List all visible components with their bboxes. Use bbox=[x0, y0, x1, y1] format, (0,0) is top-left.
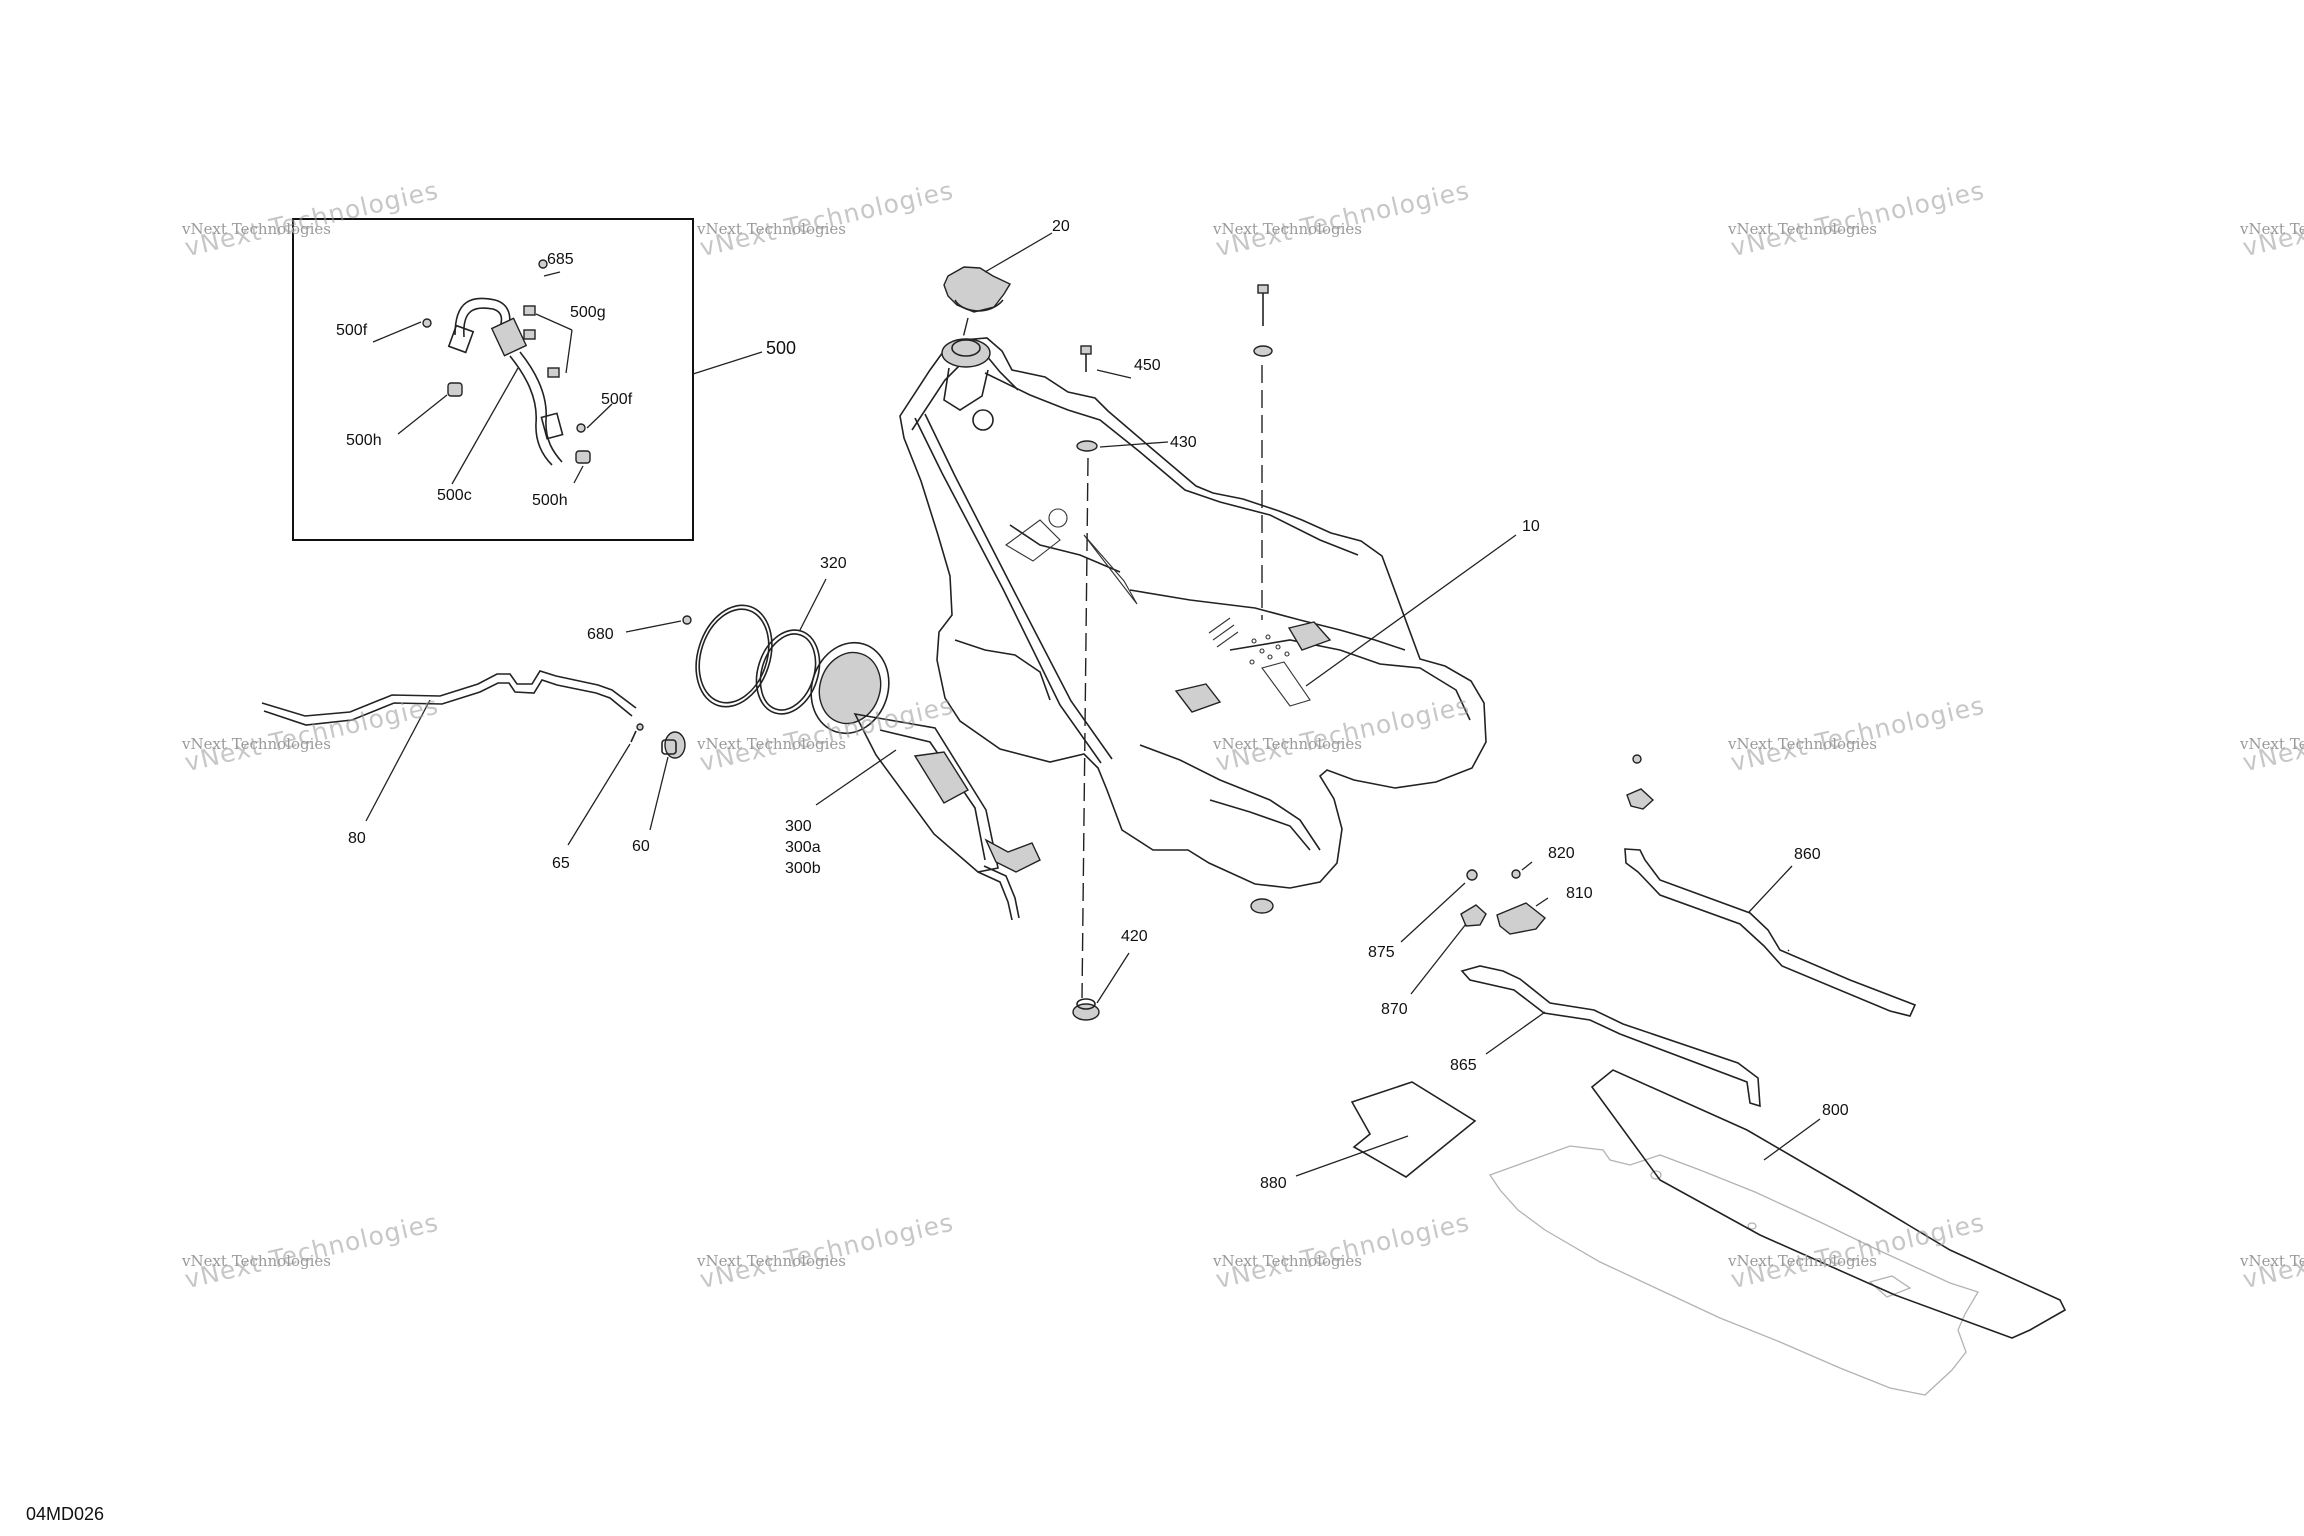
clamps-500 bbox=[422, 259, 591, 464]
filler-neck bbox=[941, 338, 994, 431]
callout-450[interactable]: 450 bbox=[1134, 357, 1161, 374]
detail-box-500 bbox=[292, 218, 694, 541]
callout-20[interactable]: 20 bbox=[1052, 218, 1070, 235]
callout-300a: 300a bbox=[785, 839, 821, 856]
callout-865[interactable]: 865 bbox=[1450, 1057, 1477, 1074]
callout-680[interactable]: 680 bbox=[587, 626, 614, 643]
callout-65[interactable]: 65 bbox=[552, 855, 570, 872]
tank-details bbox=[1005, 508, 1332, 713]
callout-875[interactable]: 875 bbox=[1368, 944, 1395, 961]
screw-875 bbox=[1466, 869, 1478, 881]
callout-880[interactable]: 880 bbox=[1260, 1175, 1287, 1192]
screw-65 bbox=[630, 723, 644, 743]
bracket-860 bbox=[1624, 848, 1917, 1017]
callout-500f[interactable]: 500f bbox=[601, 391, 633, 408]
callout-500h[interactable]: 500h bbox=[346, 432, 382, 449]
ring-680 bbox=[695, 604, 773, 708]
bolt-450 bbox=[1080, 345, 1092, 372]
callout-500f[interactable]: 500f bbox=[336, 322, 368, 339]
callout-320[interactable]: 320 bbox=[820, 555, 847, 572]
pad-880 bbox=[1350, 1081, 1477, 1178]
callout-10[interactable]: 10 bbox=[1522, 518, 1540, 535]
plate-800 bbox=[1590, 1069, 2067, 1339]
fuel-cap-20 bbox=[943, 266, 1011, 313]
callout-500c[interactable]: 500c bbox=[437, 487, 472, 504]
hose-assembly-500 bbox=[447, 297, 564, 466]
grommet-420 bbox=[1072, 898, 1274, 1021]
fuel-line-80 bbox=[261, 670, 637, 726]
callout-500[interactable]: 500 bbox=[766, 338, 797, 358]
callout-820[interactable]: 820 bbox=[1548, 845, 1575, 862]
callout-860[interactable]: 860 bbox=[1794, 846, 1821, 863]
callout-60[interactable]: 60 bbox=[632, 838, 650, 855]
callout-500h[interactable]: 500h bbox=[532, 492, 568, 509]
clip-810 bbox=[1496, 902, 1546, 935]
diagram-id: 04MD026 bbox=[26, 1504, 105, 1524]
nut-870 bbox=[1460, 904, 1487, 927]
underlay-800 bbox=[1488, 1145, 1979, 1396]
fuel-pump-300 bbox=[810, 641, 1041, 921]
callout-300[interactable]: 300 300a 300b bbox=[785, 816, 821, 879]
callout-800[interactable]: 800 bbox=[1822, 1102, 1849, 1119]
callout-685[interactable]: 685 bbox=[547, 251, 574, 268]
bracket-865 bbox=[1460, 965, 1761, 1108]
callout-300-main: 300 bbox=[785, 818, 812, 835]
washer-430 bbox=[1076, 440, 1098, 452]
callout-870[interactable]: 870 bbox=[1381, 1001, 1408, 1018]
callout-300b: 300b bbox=[785, 860, 821, 877]
callout-500g[interactable]: 500g bbox=[570, 304, 606, 321]
screw-820 bbox=[1511, 869, 1521, 879]
callout-430[interactable]: 430 bbox=[1170, 434, 1197, 451]
callout-810[interactable]: 810 bbox=[1566, 885, 1593, 902]
callout-80[interactable]: 80 bbox=[348, 830, 366, 847]
fitting-60 bbox=[661, 731, 686, 759]
callout-420[interactable]: 420 bbox=[1121, 928, 1148, 945]
fuel-tank-10 bbox=[899, 337, 1487, 889]
seal-320 bbox=[755, 629, 821, 715]
